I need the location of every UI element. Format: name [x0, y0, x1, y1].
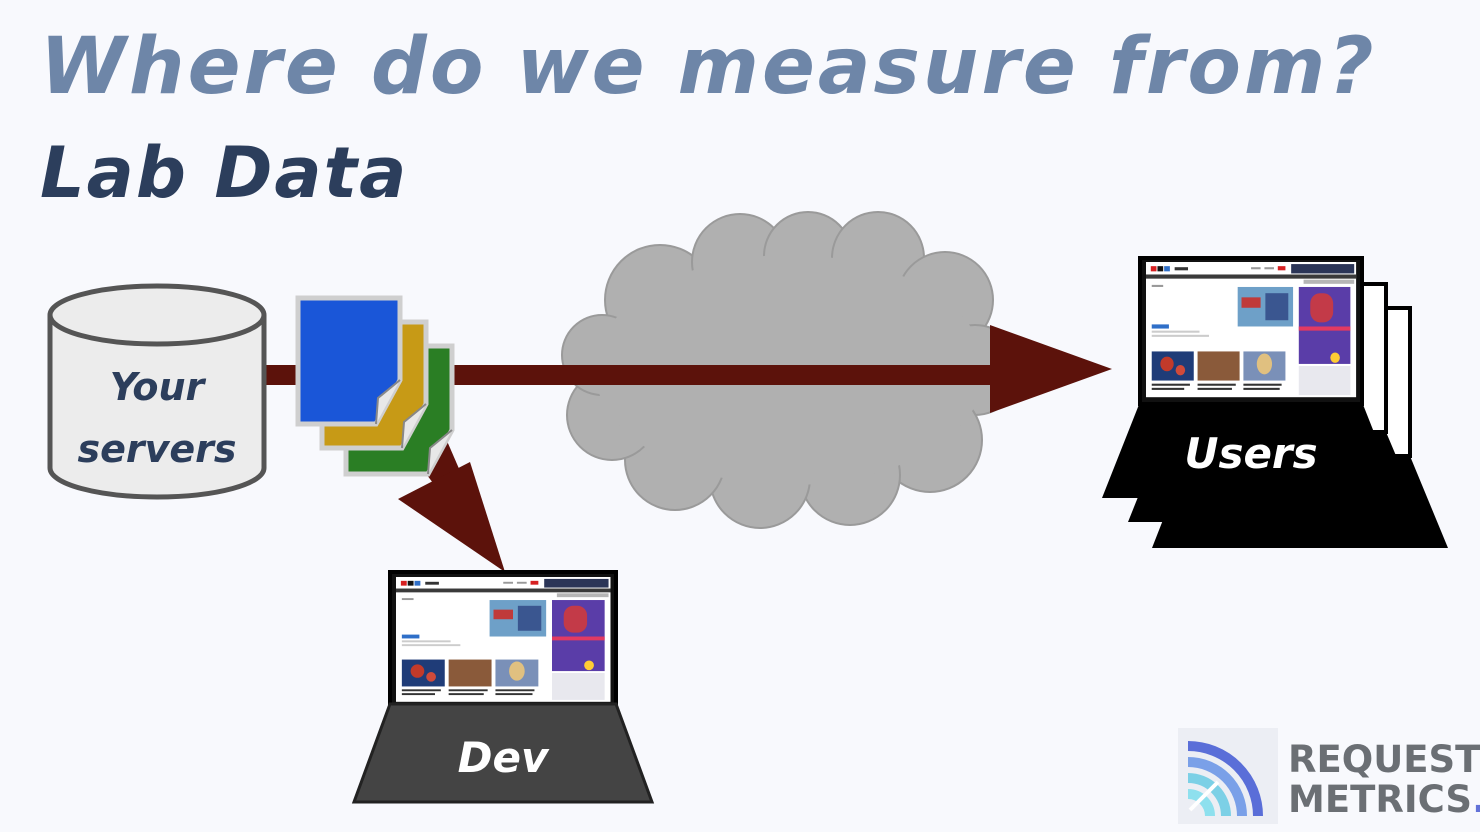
brand-line2-wrap: METRICS. — [1288, 780, 1480, 820]
slide-subtitle: Lab Data — [40, 132, 409, 214]
servers-label-line1: Your — [110, 365, 207, 409]
brand-wordmark: REQUEST METRICS. — [1288, 740, 1480, 820]
request-metrics-logo-icon — [1178, 728, 1278, 824]
dev-label: Dev — [458, 733, 550, 782]
users-label: Users — [1184, 429, 1317, 478]
brand-line1: REQUEST — [1288, 738, 1480, 781]
files-stack-icon — [295, 295, 455, 477]
slide-title: Where do we measure from? — [40, 22, 1377, 112]
brand-line2: METRICS — [1288, 778, 1473, 821]
users-laptops — [1102, 256, 1448, 548]
servers-database-icon — [47, 283, 267, 500]
servers-label-line2: servers — [77, 427, 236, 471]
dev-laptop — [351, 570, 655, 804]
brand-dot: . — [1472, 778, 1480, 821]
